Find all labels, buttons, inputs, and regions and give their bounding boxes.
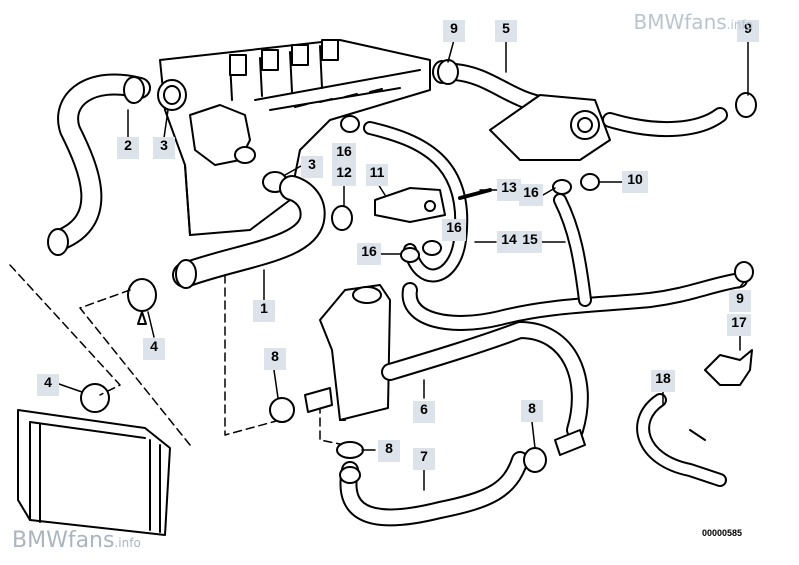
clamp-3-upper <box>157 79 187 111</box>
callout-8-left: 8 <box>264 348 286 370</box>
reference-number: 00000585 <box>702 528 743 538</box>
clamp-16-a <box>400 247 420 263</box>
hose-7 <box>339 451 529 527</box>
callout-7: 7 <box>413 448 435 470</box>
clamp-10 <box>580 173 600 191</box>
clamp-8-left <box>269 397 295 423</box>
callout-4-center: 4 <box>143 338 165 360</box>
connector-pipe <box>304 387 586 456</box>
callout-3-lower: 3 <box>301 156 323 178</box>
callout-8-bottom: 8 <box>378 440 400 462</box>
callout-16-mid: 16 <box>442 219 466 241</box>
valve-11 <box>331 187 492 231</box>
callout-10: 10 <box>622 171 648 193</box>
watermark-bottom-suffix: .info <box>114 536 141 550</box>
callout-6: 6 <box>413 401 435 423</box>
watermark-bottom-brand: BMWfans <box>12 528 115 553</box>
callout-15: 15 <box>518 231 542 253</box>
engine-block <box>159 39 431 236</box>
callout-16-right: 16 <box>519 184 543 206</box>
callout-5: 5 <box>495 20 517 42</box>
assembly-lines <box>9 264 346 446</box>
callout-1: 1 <box>253 300 275 322</box>
callout-16-top: 16 <box>332 143 356 165</box>
callout-11: 11 <box>366 164 388 186</box>
clamp-9-left <box>437 59 459 85</box>
hose-6 <box>381 193 748 439</box>
callout-17: 17 <box>727 314 751 336</box>
callout-18: 18 <box>651 370 675 392</box>
hose-2 <box>47 73 151 256</box>
clamp-8-bottom <box>336 441 364 459</box>
callout-9-lower: 9 <box>729 290 751 312</box>
clamp-9-lower <box>734 261 754 283</box>
callout-8-right: 8 <box>521 400 543 422</box>
radiator <box>17 409 171 536</box>
callout-14: 14 <box>497 231 521 253</box>
watermark-top-suffix: .info <box>726 18 753 32</box>
callout-3-upper: 3 <box>153 137 175 159</box>
expansion-tank <box>319 284 391 421</box>
clamp-16-d <box>552 179 572 195</box>
callout-13: 13 <box>497 179 521 201</box>
bracket-17 <box>704 349 753 386</box>
clamp-16-c <box>340 115 360 133</box>
throttle-body <box>489 94 728 161</box>
clamp-8-right <box>523 447 547 473</box>
callout-2: 2 <box>117 137 139 159</box>
clamp-9-right <box>735 92 757 118</box>
clamp-4-radiator <box>80 383 110 413</box>
callout-9-right: 9 <box>737 20 759 42</box>
callout-9-left: 9 <box>443 20 465 42</box>
callout-12: 12 <box>332 164 356 186</box>
watermark-bottom: BMWfans.info <box>12 528 141 553</box>
watermark-top: BMWfans.info <box>634 10 753 34</box>
thermostat-housing <box>189 104 256 166</box>
callout-16-low: 16 <box>357 243 381 265</box>
hose-1 <box>172 175 326 289</box>
clamp-4-center <box>127 278 157 325</box>
callout-4-left: 4 <box>37 374 59 396</box>
watermark-top-brand: BMWfans <box>633 10 727 34</box>
strap-18 <box>636 393 727 487</box>
clamp-16-b <box>422 240 442 256</box>
